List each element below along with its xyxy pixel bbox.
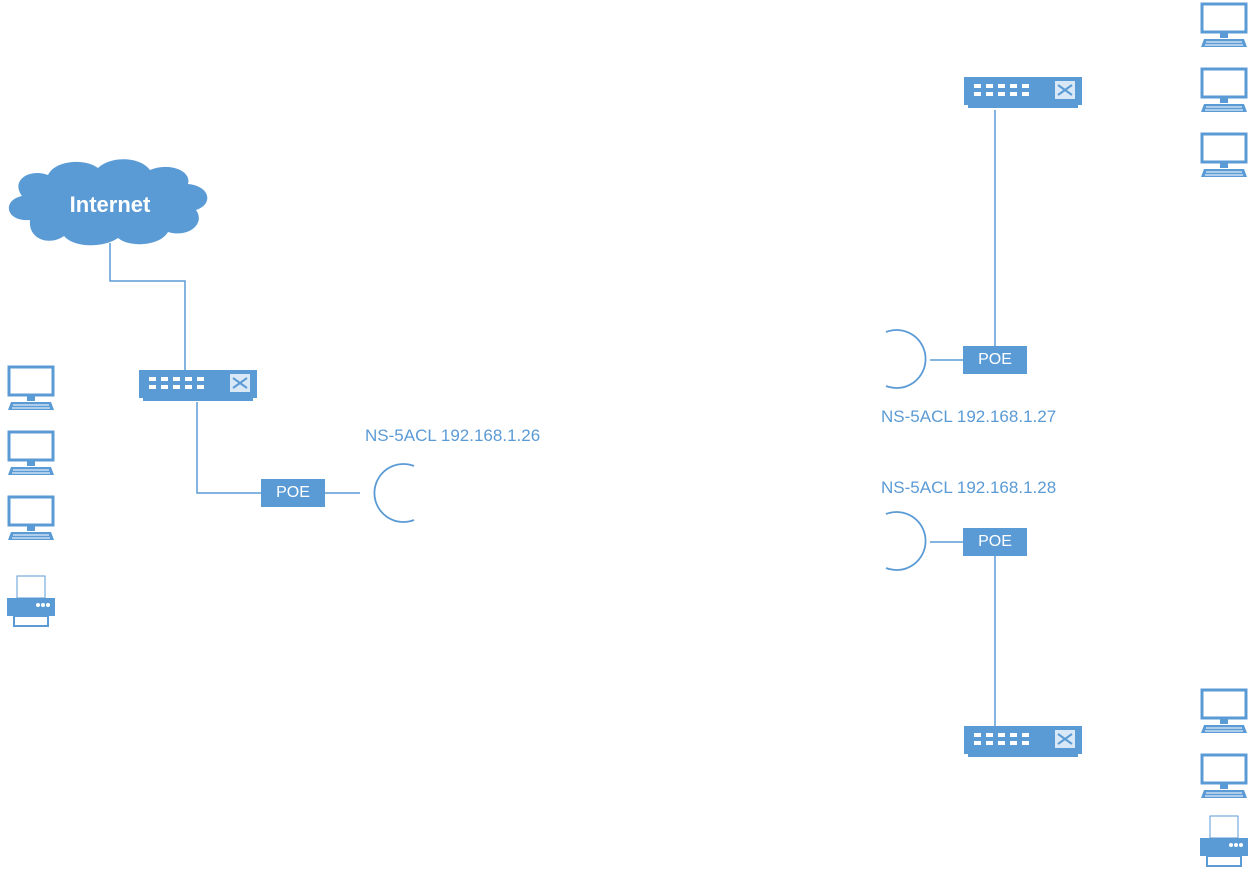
- poe-injector-bottom-right: POE: [963, 528, 1027, 556]
- antenna-icon: [373, 463, 415, 523]
- network-switch-icon: [963, 725, 1083, 758]
- antenna-label-left: NS-5ACL 192.168.1.26: [365, 426, 541, 445]
- desktop-computer-icon: [6, 495, 56, 542]
- poe-injector-top-right: POE: [963, 346, 1027, 374]
- desktop-computer-icon: [1199, 2, 1249, 49]
- link-switch-poe-left: [196, 402, 262, 494]
- antenna-label-bottom-right: NS-5ACL 192.168.1.28: [881, 478, 1057, 497]
- printer-icon: [1199, 815, 1249, 867]
- network-switch-icon: [963, 76, 1083, 109]
- desktop-computer-icon: [1199, 67, 1249, 114]
- antenna-label-top-right: NS-5ACL 192.168.1.27: [881, 407, 1057, 426]
- antenna-icon: [885, 329, 927, 389]
- link-internet-switch: [109, 243, 186, 370]
- antenna-icon: [885, 511, 927, 571]
- printer-icon: [6, 575, 56, 627]
- desktop-computer-icon: [1199, 688, 1249, 735]
- cloud-icon: [8, 159, 208, 246]
- desktop-computer-icon: [1199, 132, 1249, 179]
- desktop-computer-icon: [6, 430, 56, 477]
- poe-injector-left: POE: [261, 479, 325, 507]
- desktop-computer-icon: [6, 365, 56, 412]
- cloud-label: Internet: [69, 192, 151, 217]
- network-switch-icon: [138, 369, 258, 402]
- desktop-computer-icon: [1199, 753, 1249, 800]
- connection-lines: [109, 110, 996, 726]
